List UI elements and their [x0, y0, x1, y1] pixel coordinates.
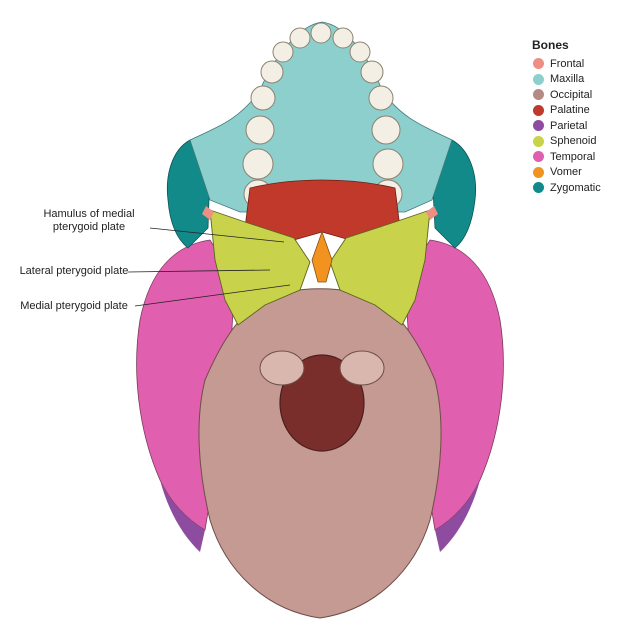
legend-item-maxilla: Maxilla	[530, 72, 636, 88]
legend-swatch	[533, 120, 544, 132]
legend-swatch	[533, 182, 544, 194]
legend-item-temporal: Temporal	[530, 149, 636, 165]
vomer-bone	[311, 230, 333, 283]
sphenoid-bone	[209, 209, 431, 326]
legend-swatch	[533, 151, 544, 163]
frontal-bone-right	[426, 206, 438, 220]
legend-label: Parietal	[550, 119, 588, 132]
legend-item-zygomatic: Zygomatic	[530, 180, 636, 196]
legend-swatch	[533, 89, 544, 101]
occipital-condyle-right	[339, 350, 385, 386]
legend-label: Frontal	[550, 57, 585, 70]
legend-item-sphenoid: Sphenoid	[530, 134, 636, 150]
callout-lateral-pterygoid: Lateral pterygoid plate	[19, 265, 129, 277]
legend-label: Palatine	[550, 104, 590, 117]
frontal-bone-left	[202, 206, 214, 220]
legend-label: Zygomatic	[550, 181, 601, 194]
legend-label: Occipital	[550, 88, 593, 101]
parietal-bone-left	[160, 480, 205, 552]
legend-item-occipital: Occipital	[530, 87, 636, 103]
parietal-bone-right	[435, 480, 480, 552]
legend-label: Vomer	[550, 166, 582, 179]
callout-lines	[127, 227, 291, 307]
legend-swatch	[533, 166, 544, 178]
legend-title: Bones	[532, 38, 569, 52]
legend-item-parietal: Parietal	[530, 118, 636, 134]
legend-item-palatine: Palatine	[530, 103, 636, 119]
legend-label: Temporal	[550, 150, 596, 163]
legend-swatch	[533, 58, 544, 70]
occipital-bone	[198, 288, 442, 619]
foramen-magnum	[279, 354, 365, 452]
legend-swatch	[533, 73, 544, 85]
legend-swatch	[533, 135, 544, 147]
legend-swatch	[533, 104, 544, 116]
legend-label: Maxilla	[550, 73, 585, 86]
callout-hamulus: Hamulus of medial pterygoid plate	[43, 208, 135, 233]
occipital-condyle-left	[259, 350, 305, 386]
callout-line-medial	[134, 284, 291, 307]
callout-line-lateral	[127, 269, 271, 273]
callout-medial-pterygoid: Medial pterygoid plate	[20, 300, 128, 312]
legend-label: Sphenoid	[550, 135, 597, 148]
callout-line-hamulus	[149, 227, 285, 243]
legend-item-vomer: Vomer	[530, 165, 636, 181]
legend-item-frontal: Frontal	[530, 56, 636, 72]
